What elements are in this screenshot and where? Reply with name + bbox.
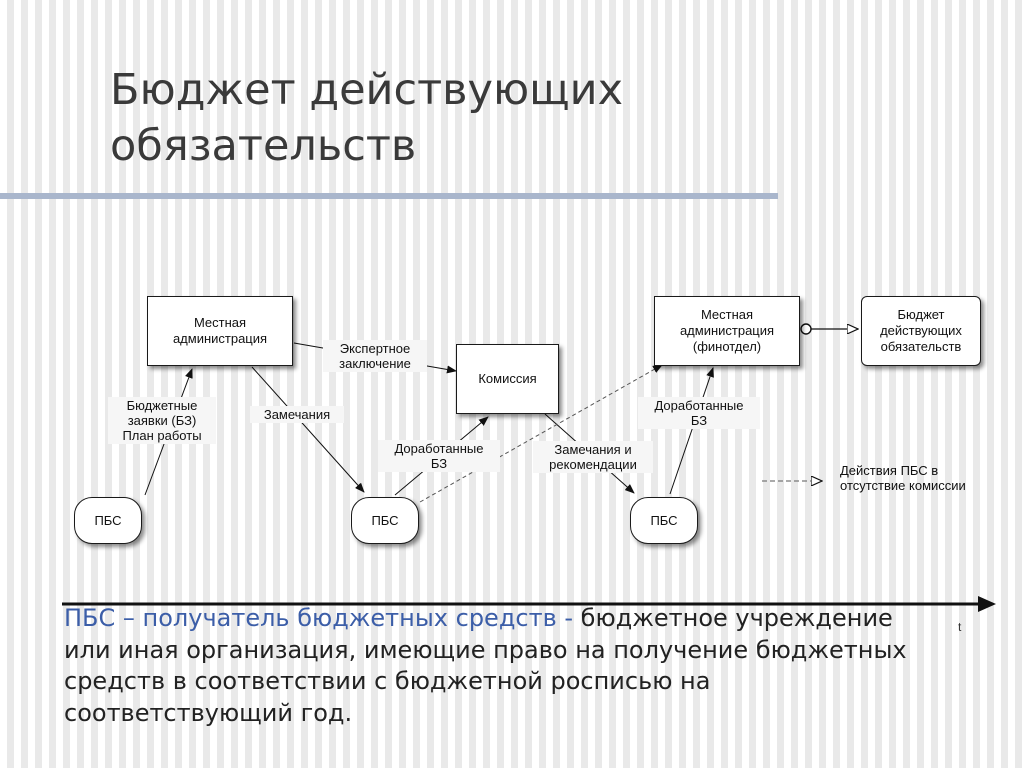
- node-local-administration: Местная администрация: [147, 296, 293, 366]
- page-title-line1: Бюджет действующих: [110, 65, 624, 115]
- arrow-admin-to-pbs2: [251, 366, 365, 493]
- pbs-definition-term: ПБС – получатель бюджетных средств -: [64, 604, 574, 632]
- edge-label-budget-requests: Бюджетные заявки (БЗ) План работы: [108, 397, 216, 444]
- edge-label-remarks-recommendations: Замечания и рекомендации: [533, 441, 653, 473]
- edge-label-revised-bz-2: Доработанные БЗ: [638, 397, 760, 429]
- node-pbs-1: ПБС: [74, 497, 142, 544]
- dashed-arrow-pbs2-to-admin-fin: [419, 364, 663, 503]
- legend-text: Действия ПБС в отсутствие комиссии: [840, 463, 966, 493]
- edge-label-expert-conclusion: Экспертное заключение: [323, 340, 427, 372]
- node-commission: Комиссия: [456, 344, 559, 414]
- pbs-definition-text: бюджетное учреждение или иная организаци…: [64, 604, 907, 727]
- title-underline: [0, 193, 778, 199]
- arrow-pbs3-to-admin-fin: [669, 367, 714, 495]
- node-budget-obligations: Бюджет действующих обязательств: [861, 296, 981, 366]
- page-title: Бюджет действующих обязательств: [110, 62, 623, 174]
- pbs-definition: ПБС – получатель бюджетных средств - бюд…: [64, 603, 924, 729]
- connector-circle: [800, 323, 812, 335]
- node-local-administration-finance: Местная администрация (финотдел): [654, 296, 800, 366]
- page-title-line2: обязательств: [110, 121, 417, 171]
- node-pbs-2: ПБС: [351, 497, 419, 544]
- edge-label-revised-bz-1: Доработанные БЗ: [378, 440, 500, 472]
- node-pbs-3: ПБС: [630, 497, 698, 544]
- time-axis-arrowhead: [978, 596, 996, 612]
- time-axis-label: t: [958, 620, 962, 634]
- edge-label-remarks: Замечания: [250, 406, 344, 423]
